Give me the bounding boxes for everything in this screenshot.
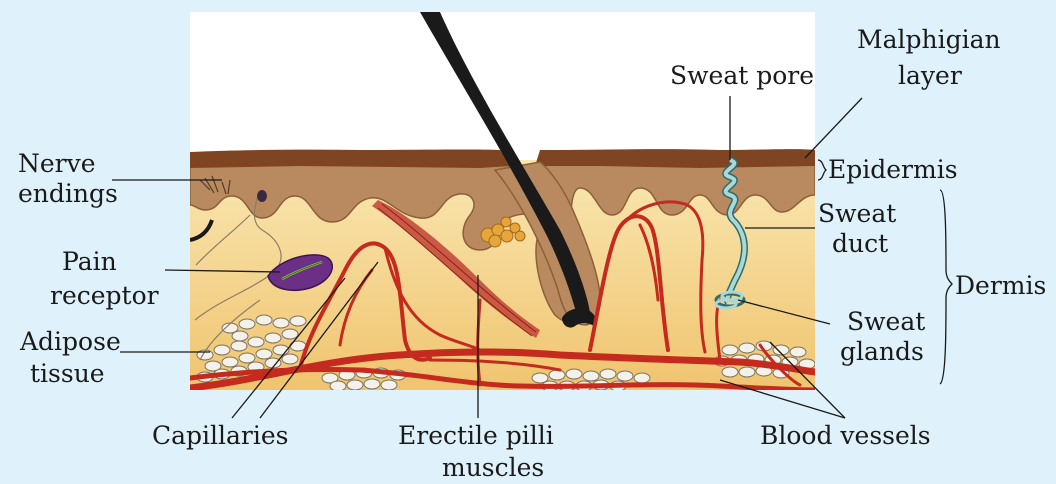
sweat-duct-label-line2: duct bbox=[832, 229, 888, 258]
malphigian-layer-label-line1: Malphigian bbox=[857, 25, 1001, 54]
sweat-glands-label-line2: glands bbox=[840, 337, 924, 366]
erectile-muscles-label-line2: muscles bbox=[442, 453, 544, 482]
sweat-duct-label-line1: Sweat bbox=[818, 199, 896, 228]
nerve-endings-label-line1: Nerve bbox=[18, 149, 96, 178]
stratum-surface-right bbox=[535, 149, 815, 168]
sweat-glands-label-line1: Sweat bbox=[847, 307, 925, 336]
adipose-tissue-label-line1: Adipose bbox=[19, 327, 121, 356]
erectile-muscles-label-line1: Erectile pilli bbox=[398, 421, 554, 450]
malphigian-layer-label-line2: layer bbox=[898, 61, 962, 90]
adipose-tissue-label-line2: tissue bbox=[30, 359, 105, 388]
nerve-endings-label-line2: endings bbox=[18, 179, 118, 208]
sweat-pore-label: Sweat pore bbox=[670, 61, 814, 90]
blood-vessels-label: Blood vessels bbox=[760, 421, 931, 450]
pain-receptor-label-line2: receptor bbox=[50, 281, 159, 310]
epidermis-label: Epidermis bbox=[828, 155, 958, 184]
dermis-label: Dermis bbox=[955, 271, 1046, 300]
stratum-surface bbox=[190, 150, 510, 168]
pain-receptor-label-line1: Pain bbox=[62, 247, 117, 276]
capillaries-label: Capillaries bbox=[152, 421, 289, 450]
free-nerve-ending bbox=[257, 190, 267, 202]
